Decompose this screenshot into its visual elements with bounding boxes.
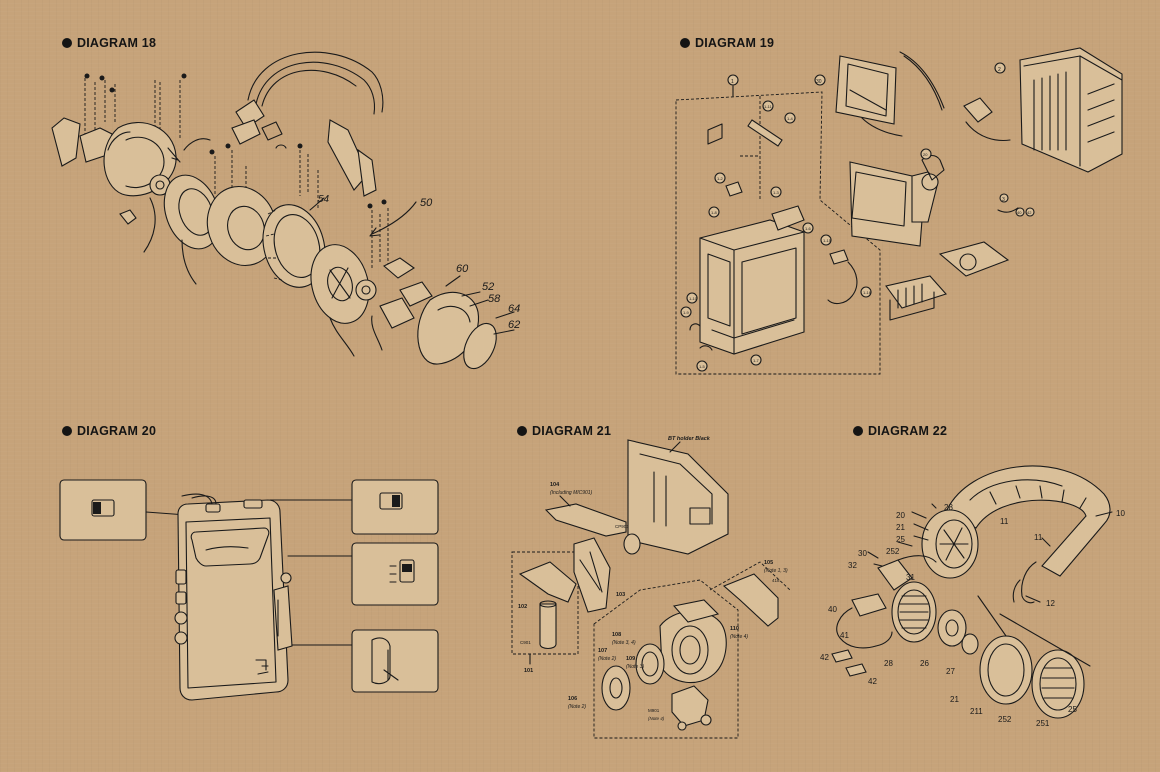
label-m901: M901 bbox=[648, 708, 660, 713]
diagram-20-title: DIAGRAM 20 bbox=[77, 424, 157, 438]
label-108-note: (Note 3, 4) bbox=[612, 640, 636, 646]
label-101: 101 bbox=[524, 668, 533, 674]
label-28-a: 28 bbox=[944, 503, 953, 512]
label-25-a: 25 bbox=[896, 535, 905, 544]
diagram-18-title: DIAGRAM 18 bbox=[77, 36, 157, 50]
label-42-a: 42 bbox=[820, 653, 829, 662]
label-2: 2 bbox=[998, 67, 1001, 73]
label-1-7: 1-7 bbox=[753, 358, 760, 363]
label-52: 52 bbox=[482, 281, 494, 293]
label-251: 251 bbox=[1036, 719, 1050, 728]
label-32: 32 bbox=[848, 561, 857, 570]
label-1-9: 1-9 bbox=[683, 310, 690, 315]
label-bt-holder: BT holder Black bbox=[668, 436, 711, 442]
label-104-note: (Including MIC901) bbox=[550, 490, 593, 496]
label-30: 30 bbox=[858, 549, 867, 558]
label-50: 50 bbox=[420, 197, 433, 209]
label-1: 1 bbox=[731, 79, 734, 85]
label-54: 54 bbox=[318, 194, 330, 205]
label-109: 109 bbox=[626, 656, 635, 662]
label-10: 10 bbox=[1116, 509, 1125, 518]
label-109-note: (Note 3) bbox=[626, 664, 644, 670]
label-m901-note: (Note 4) bbox=[648, 716, 665, 721]
label-11-a: 11 bbox=[1000, 517, 1009, 526]
label-103: 103 bbox=[616, 592, 625, 598]
label-1-15: 1-15 bbox=[823, 238, 832, 243]
label-1-6: 1-6 bbox=[805, 226, 812, 231]
label-41: 41 bbox=[840, 631, 849, 640]
diagram-18-heading: DIAGRAM 18 bbox=[62, 36, 156, 50]
diagram-22-headphones-exploded: 10 11 11 12 28 20 21 25 252 30 32 31 40 … bbox=[820, 465, 1125, 728]
label-105: 105 bbox=[764, 560, 773, 566]
label-1-10: 1-10 bbox=[689, 296, 698, 301]
label-110-note: (Note 4) bbox=[730, 634, 748, 640]
label-40: 40 bbox=[1017, 210, 1022, 215]
label-42-b: 42 bbox=[868, 677, 877, 686]
label-104: 104 bbox=[550, 482, 560, 488]
label-21-a: 21 bbox=[896, 523, 905, 532]
label-26: 26 bbox=[920, 659, 929, 668]
diagram-19-tv-exploded: 1 30 2 3 40 42 bbox=[675, 47, 1123, 375]
label-1-8: 1-8 bbox=[711, 210, 718, 215]
label-25-b: 25 bbox=[1068, 705, 1077, 714]
label-42: 42 bbox=[1027, 210, 1032, 215]
diagram-21-title: DIAGRAM 21 bbox=[532, 424, 612, 438]
diagram-21-heading: DIAGRAM 21 bbox=[517, 424, 611, 438]
diagram-19-heading: DIAGRAM 19 bbox=[680, 36, 774, 50]
label-40: 40 bbox=[828, 605, 837, 614]
diagram-20-cassette-player bbox=[59, 479, 439, 701]
bullet-icon bbox=[853, 426, 863, 436]
label-110: 110 bbox=[730, 626, 739, 632]
label-31: 31 bbox=[906, 573, 915, 582]
label-64: 64 bbox=[508, 303, 520, 315]
label-252-b: 252 bbox=[998, 715, 1012, 724]
label-1-3: 1-3 bbox=[773, 190, 780, 195]
label-62: 62 bbox=[508, 319, 520, 331]
diagram-21-camera-module: BT holder Black 104 (Including MIC901) C… bbox=[511, 436, 791, 739]
label-3: 3 bbox=[1002, 197, 1005, 203]
label-211: 211 bbox=[970, 707, 983, 716]
label-20: 20 bbox=[923, 152, 928, 157]
label-252-a: 252 bbox=[886, 547, 900, 556]
label-107: 107 bbox=[598, 648, 607, 654]
label-21-b: 21 bbox=[950, 695, 959, 704]
callout-box-bottom-right bbox=[351, 629, 439, 693]
label-108: 108 bbox=[612, 632, 621, 638]
label-106: 106 bbox=[568, 696, 577, 702]
label-102: 102 bbox=[518, 604, 527, 610]
label-105-note: (Note 1, 3) bbox=[764, 568, 788, 574]
label-c901: C901 bbox=[520, 640, 531, 645]
diagram-18-headphone-exploded: 54 50 60 52 58 64 62 bbox=[51, 51, 520, 370]
label-60: 60 bbox=[456, 263, 469, 275]
diagram-22-title: DIAGRAM 22 bbox=[868, 424, 948, 438]
label-1-11: 1-11 bbox=[764, 104, 772, 109]
label-27: 27 bbox=[946, 667, 955, 676]
label-30: 30 bbox=[816, 79, 822, 85]
bullet-icon bbox=[62, 38, 72, 48]
label-418: 418 bbox=[772, 578, 780, 583]
label-28-b: 28 bbox=[884, 659, 893, 668]
label-1-5: 1-5 bbox=[699, 364, 706, 369]
label-58: 58 bbox=[488, 293, 501, 305]
bullet-icon bbox=[517, 426, 527, 436]
label-1-4: 1-4 bbox=[787, 116, 794, 121]
diagram-19-title: DIAGRAM 19 bbox=[695, 36, 775, 50]
label-20: 20 bbox=[896, 511, 905, 520]
label-11-b: 11 bbox=[1034, 533, 1043, 542]
label-cp901: CP901 bbox=[615, 524, 629, 529]
label-1-2: 1-2 bbox=[717, 176, 724, 181]
label-107-note: (Note 2) bbox=[598, 656, 616, 662]
diagram-22-heading: DIAGRAM 22 bbox=[853, 424, 947, 438]
bullet-icon bbox=[62, 426, 72, 436]
label-106-note: (Note 2) bbox=[568, 704, 586, 710]
label-1-16: 1-16 bbox=[863, 290, 872, 295]
callout-box-top-left bbox=[59, 479, 147, 541]
bullet-icon bbox=[680, 38, 690, 48]
diagram-20-heading: DIAGRAM 20 bbox=[62, 424, 156, 438]
label-12: 12 bbox=[1046, 599, 1055, 608]
